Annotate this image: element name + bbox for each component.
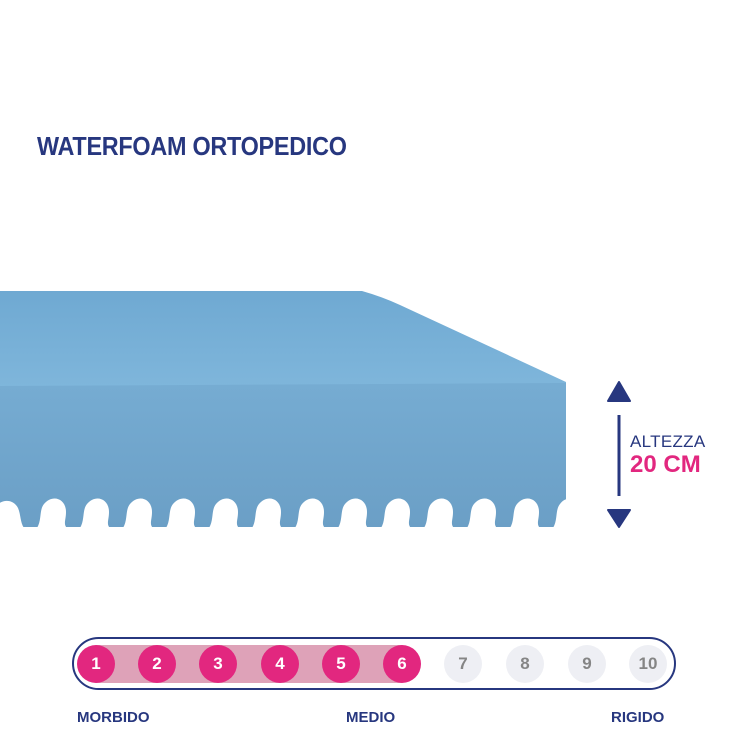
firmness-level-9: 9 — [568, 645, 606, 683]
height-value: 20 CM — [630, 451, 701, 478]
firmness-level-4: 4 — [261, 645, 299, 683]
firmness-level-10: 10 — [629, 645, 667, 683]
label-soft: MORBIDO — [77, 709, 150, 726]
label-rigid: RIGIDO — [611, 709, 665, 726]
firmness-level-2: 2 — [138, 645, 176, 683]
firmness-level-3: 3 — [199, 645, 237, 683]
height-arrows-icon — [607, 381, 631, 528]
product-title: WATERFOAM ORTOPEDICO — [37, 131, 347, 161]
height-indicator — [600, 375, 750, 535]
firmness-level-7: 7 — [444, 645, 482, 683]
firmness-level-5: 5 — [322, 645, 360, 683]
firmness-level-6: 6 — [383, 645, 421, 683]
height-label: ALTEZZA — [630, 432, 706, 451]
label-medium: MEDIO — [346, 709, 396, 726]
firmness-level-1: 1 — [77, 645, 115, 683]
firmness-level-8: 8 — [506, 645, 544, 683]
firmness-scale — [72, 637, 676, 690]
mattress-illustration — [0, 291, 566, 527]
